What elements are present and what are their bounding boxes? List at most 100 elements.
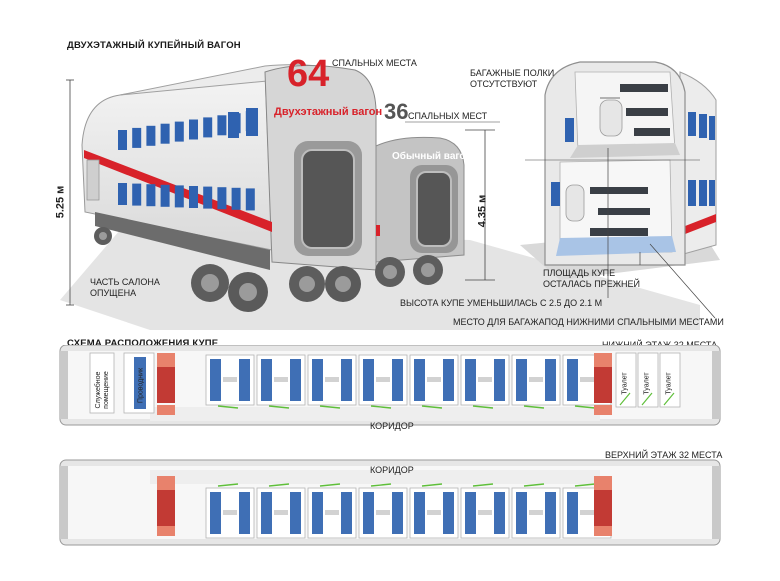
door-swing [217,483,239,487]
upper-floor-plan [59,459,721,546]
berth [312,492,323,534]
lower-window [160,184,170,207]
double-deck-height: 5.25 м [54,185,67,219]
stair-landing [594,405,612,415]
double-deck-bogie-rear [94,227,112,245]
upper-berth [626,108,668,116]
lower-window [217,187,227,210]
table [274,377,288,382]
table [325,510,339,515]
lower-window [245,188,255,211]
berth [465,492,476,534]
door-swing [523,405,545,409]
adjacent-window [709,116,715,140]
door-swing [421,483,443,487]
lower-window [132,183,142,206]
corridor [150,407,600,421]
adjacent-car-red-stripe [680,214,716,236]
berth [494,492,505,534]
regular-car [375,136,465,287]
door-swing [472,483,494,487]
double-deck-underframe [95,212,270,270]
toilet [615,352,637,408]
berth [545,492,556,534]
adjacent-window [688,112,696,136]
end-cap [60,351,68,419]
door-swing [268,405,290,409]
conductor-label: Проводник [137,367,145,404]
berth [414,492,425,534]
table [529,510,543,515]
berth [210,359,221,401]
berth [516,492,527,534]
callout-no-shelves: БАГАЖНЫЕ ПОЛКИ ОТСУТСТВУЮТ [470,68,555,89]
upper-berth [620,84,668,92]
end-cap [712,351,720,419]
car-coupling-wheels [289,266,361,302]
staircase [594,367,612,403]
staircase [157,490,175,526]
door-swing [319,483,341,487]
table [478,510,492,515]
cutaway-section [520,61,720,280]
stair-landing [594,526,612,536]
berth [363,492,374,534]
berth [545,359,556,401]
staircase [594,490,612,526]
table [427,510,441,515]
table [478,377,492,382]
upper-compartment-floor [570,143,680,158]
adjacent-window [699,180,707,206]
lower-floor-plan [59,345,721,426]
door-swing [574,405,596,409]
lower-corridor-label: КОРИДОР [370,421,414,431]
upper-window [189,119,198,140]
adjacent-window [688,180,696,206]
service-room-label: Служебное помещение [95,371,110,409]
berth [363,359,374,401]
upper-window [132,127,142,148]
regular-height: 4.35 м [476,194,489,228]
table [427,377,441,382]
double-deck-berths-number: 64 [287,53,330,95]
berth [341,492,352,534]
upper-window [174,121,184,142]
section-window [551,182,560,206]
berth [392,492,403,534]
upper-window [160,123,170,144]
upper-window [146,125,156,146]
floor-plans [59,345,721,546]
door-swing [574,483,596,487]
toilet [659,352,681,408]
door-swing [619,392,631,406]
double-deck-car [81,64,377,312]
lower-window [189,186,198,208]
upper-door [599,99,623,137]
berth [392,359,403,401]
toilet-label: Туалет [665,372,673,395]
callout-cutaway: ЧАСТЬ САЛОНА ОПУЩЕНА [90,277,160,298]
lower-berth [590,228,648,236]
regular-name: Обычный вагон [392,151,472,162]
layout-title: СХЕМА РАСПОЛОЖЕНИЯ КУПЕ [67,338,219,349]
double-deck-end-door [301,149,355,249]
door-swing [370,405,392,409]
double-deck-name: Двухэтажный вагон [274,106,383,118]
berth [239,359,250,401]
adjacent-window [709,180,715,206]
table [529,377,543,382]
door-swing [641,392,653,406]
upper-window [118,130,127,150]
door-swing [421,405,443,409]
corridor [150,470,600,484]
callout-same-area: ПЛОЩАДЬ КУПЕ ОСТАЛАСЬ ПРЕЖНЕЙ [543,268,640,289]
adjacent-window [699,114,707,138]
table [223,377,237,382]
door-swing [319,405,341,409]
regular-berths-label: СПАЛЬНЫХ МЕСТ [408,111,488,121]
lower-window [203,186,213,209]
lower-compartment-floor [556,236,676,256]
staircase [157,367,175,403]
toilet-label: Туалет [621,372,629,395]
